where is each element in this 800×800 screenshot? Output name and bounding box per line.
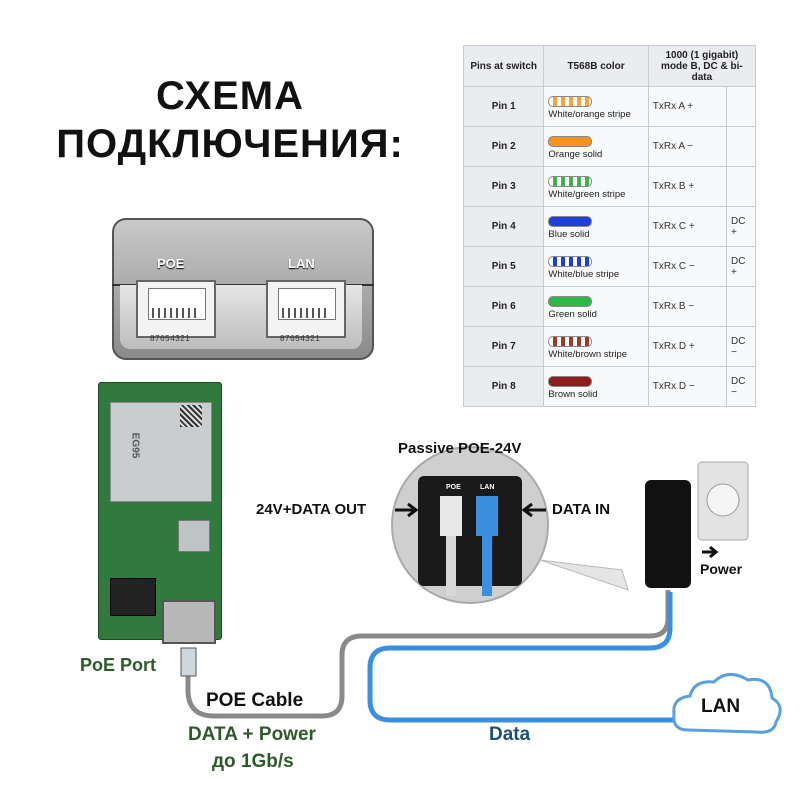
injector-lan-label: LAN xyxy=(480,484,495,491)
signal-cell: TxRx C + xyxy=(647,206,728,247)
lan-cloud-icon xyxy=(672,673,782,734)
signal-cell: TxRx D − xyxy=(647,366,728,407)
in-label: DATA IN xyxy=(552,501,611,518)
title-line-2: ПОДКЛЮЧЕНИЯ: xyxy=(56,122,404,166)
magnifier-pointer xyxy=(539,559,629,591)
out-label: 24V+DATA OUT xyxy=(256,501,367,518)
injector-lan-jack xyxy=(476,496,498,536)
color-cell: White/green stripe xyxy=(543,166,649,207)
color-name: Orange solid xyxy=(548,148,603,160)
color-name: White/orange stripe xyxy=(548,108,631,120)
injector-poe-label: POE xyxy=(446,484,461,491)
qr-code xyxy=(180,405,202,427)
signal-cell: TxRx A − xyxy=(647,126,728,167)
color-cell: Green solid xyxy=(543,286,649,327)
controller-chip xyxy=(110,578,156,616)
poe-pin-numbers: 87654321 xyxy=(150,334,191,343)
poe-cable xyxy=(185,590,671,719)
board-rj45-port xyxy=(162,600,216,644)
speed-label: до 1Gb/s xyxy=(212,751,294,772)
signal-cell: TxRx C − xyxy=(647,246,728,287)
panel-lan-label: LAN xyxy=(288,256,315,271)
title-line-1: СХЕМА xyxy=(156,74,304,118)
wire-swatch xyxy=(548,215,593,227)
color-name: Brown solid xyxy=(548,388,598,400)
lan-cloud-label: LAN xyxy=(701,696,741,717)
socket-pins xyxy=(282,308,330,318)
pin-cell: Pin 7 xyxy=(462,326,545,367)
poe-cable-plug xyxy=(180,647,197,677)
data-power-label: DATA + Power xyxy=(188,724,316,745)
color-name: White/brown stripe xyxy=(548,348,628,360)
wire-swatch xyxy=(548,335,593,347)
pin-cell: Pin 8 xyxy=(462,366,545,407)
dc-cell: DC + xyxy=(726,246,756,287)
column-header: Pins at switch xyxy=(462,45,545,87)
sim-slot xyxy=(178,520,210,552)
in-arrow-icon xyxy=(521,502,546,518)
color-name: White/blue stripe xyxy=(548,268,620,280)
wire-swatch xyxy=(548,95,593,107)
color-name: Blue solid xyxy=(548,228,590,240)
pinout-table: Pins at switch T568B color 1000 (1 gigab… xyxy=(462,45,757,407)
wire-swatch xyxy=(548,175,593,187)
poe-cable-label: POE Cable xyxy=(206,690,304,711)
signal-cell: TxRx B − xyxy=(647,286,728,327)
color-cell: White/orange stripe xyxy=(543,86,649,127)
column-header: T568B color xyxy=(543,45,649,87)
pin-cell: Pin 1 xyxy=(462,86,545,127)
wire-swatch xyxy=(548,375,593,387)
color-name: Green solid xyxy=(548,308,597,320)
color-cell: Brown solid xyxy=(543,366,649,407)
dc-cell xyxy=(726,126,756,167)
column-header: 1000 (1 gigabit) mode B, DC & bi-data xyxy=(647,45,757,87)
lan-pin-numbers: 87654321 xyxy=(280,334,321,343)
out-arrow-icon xyxy=(395,502,419,518)
color-cell: Blue solid xyxy=(543,206,649,247)
color-name: White/green stripe xyxy=(548,188,626,200)
data-cable xyxy=(367,592,700,723)
wire-swatch xyxy=(548,295,593,307)
wire-swatch xyxy=(548,135,593,147)
lan-port-socket xyxy=(266,280,346,338)
table-header-row: Pins at switch T568B color 1000 (1 gigab… xyxy=(462,45,757,87)
pin-cell: Pin 6 xyxy=(462,286,545,327)
signal-cell: TxRx D + xyxy=(647,326,728,367)
dc-cell: DC − xyxy=(726,366,756,407)
data-label: Data xyxy=(489,724,531,745)
poe-port-label: PoE Port xyxy=(80,655,157,675)
power-label: Power xyxy=(700,561,743,577)
power-adapter xyxy=(645,480,691,588)
injector-poe-jack xyxy=(440,496,462,536)
wire-swatch xyxy=(548,255,593,267)
pin-cell: Pin 4 xyxy=(462,206,545,247)
pin-cell: Pin 3 xyxy=(462,166,545,207)
page-title: СХЕМА ПОДКЛЮЧЕНИЯ: xyxy=(20,72,440,168)
power-arrow-icon xyxy=(702,545,719,559)
pin-cell: Pin 2 xyxy=(462,126,545,167)
socket-face xyxy=(706,483,740,517)
injector-body xyxy=(418,476,522,586)
color-cell: White/brown stripe xyxy=(543,326,649,367)
injector-title: Passive POE-24V xyxy=(398,440,522,457)
panel-poe-label: POE xyxy=(157,256,185,271)
poe-port-socket xyxy=(136,280,216,338)
socket-pins xyxy=(152,308,200,318)
